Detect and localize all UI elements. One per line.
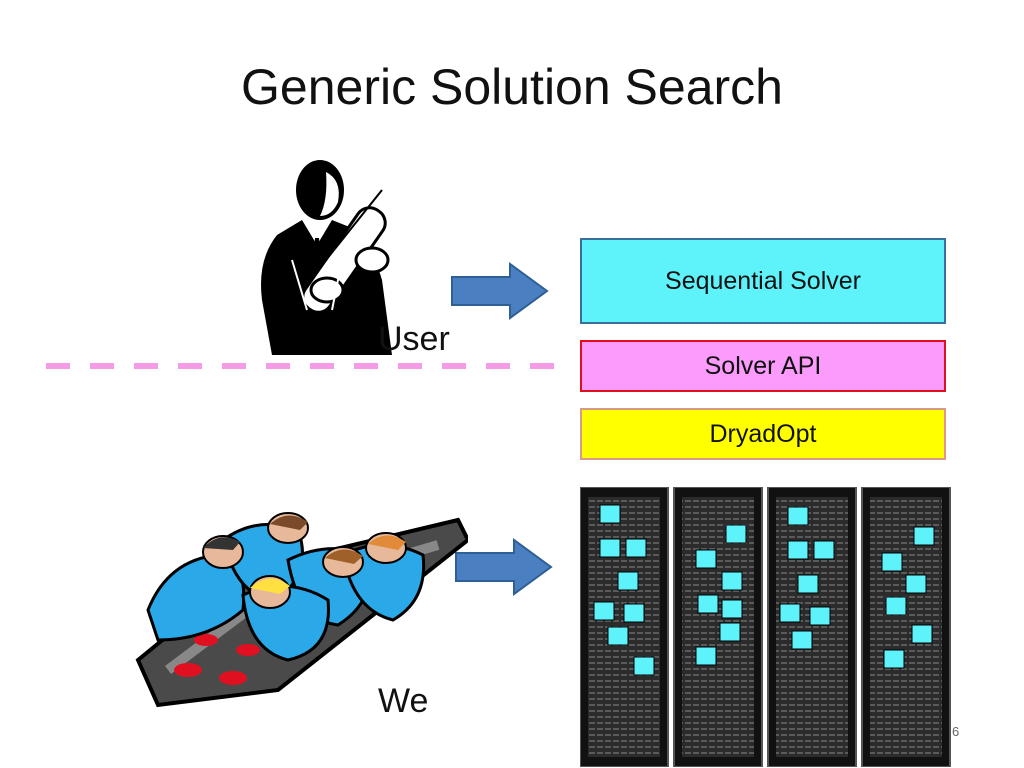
server-cluster-icon bbox=[580, 487, 951, 767]
user-to-solver-arrow bbox=[451, 262, 549, 320]
server-rack-2 bbox=[673, 487, 763, 767]
dryadopt-box: DryadOpt bbox=[580, 408, 946, 460]
server-rack-4 bbox=[861, 487, 951, 767]
sequential-solver-box: Sequential Solver bbox=[580, 238, 946, 324]
we-label: We bbox=[378, 682, 429, 720]
dryadopt-label: DryadOpt bbox=[709, 419, 817, 448]
user-label: User bbox=[378, 320, 450, 358]
sequential-solver-label: Sequential Solver bbox=[665, 266, 861, 295]
layer-divider-line bbox=[46, 363, 574, 369]
team-workers-icon bbox=[135, 512, 468, 708]
slide-title: Generic Solution Search bbox=[241, 59, 783, 115]
team-to-cluster-arrow bbox=[455, 538, 553, 596]
solver-api-box: Solver API bbox=[580, 340, 946, 392]
server-rack-3 bbox=[767, 487, 857, 767]
server-rack-1 bbox=[580, 487, 669, 767]
solver-api-label: Solver API bbox=[704, 351, 822, 380]
businessman-icon bbox=[261, 160, 392, 355]
page-number: 6 bbox=[952, 724, 960, 739]
